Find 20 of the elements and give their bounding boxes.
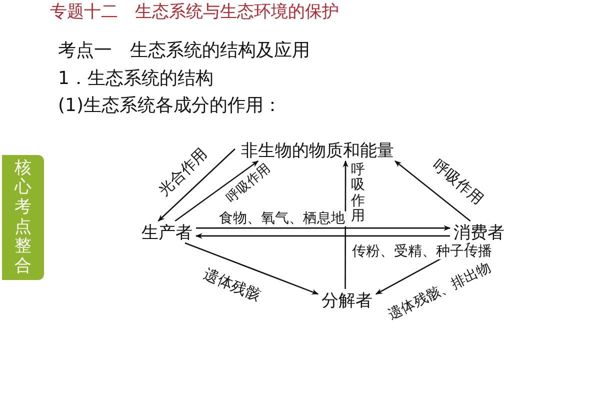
subheading: (1)生态系统各成分的作用： xyxy=(58,94,282,117)
edge-label: 遗体残骸 xyxy=(200,265,264,305)
page-heading: 专题十二 生态系统与生态环境的保护 xyxy=(50,1,339,23)
edge-label: 传粉、受精、种子传播 xyxy=(351,244,493,260)
arrow xyxy=(342,160,348,289)
arrow xyxy=(158,148,236,222)
arrow xyxy=(196,225,451,231)
component-label: 分解者 xyxy=(318,289,376,311)
component-label: 消费者 xyxy=(450,221,508,243)
subheading: 1．生态系统的结构 xyxy=(58,67,214,90)
component-label: 生产者 xyxy=(138,221,196,243)
edge-label: 呼吸作用 xyxy=(350,163,366,225)
arrow xyxy=(195,233,450,239)
side-tab: 核心考点整合 xyxy=(2,155,44,280)
edge-label: 食物、氧气、栖息地 xyxy=(218,211,346,227)
section-heading: 考点一 生态系统的结构及应用 xyxy=(58,39,310,62)
arrow xyxy=(184,242,319,295)
component-label: 非生物的物质和能量 xyxy=(235,139,400,161)
arrow xyxy=(174,160,259,222)
arrow xyxy=(394,160,471,222)
